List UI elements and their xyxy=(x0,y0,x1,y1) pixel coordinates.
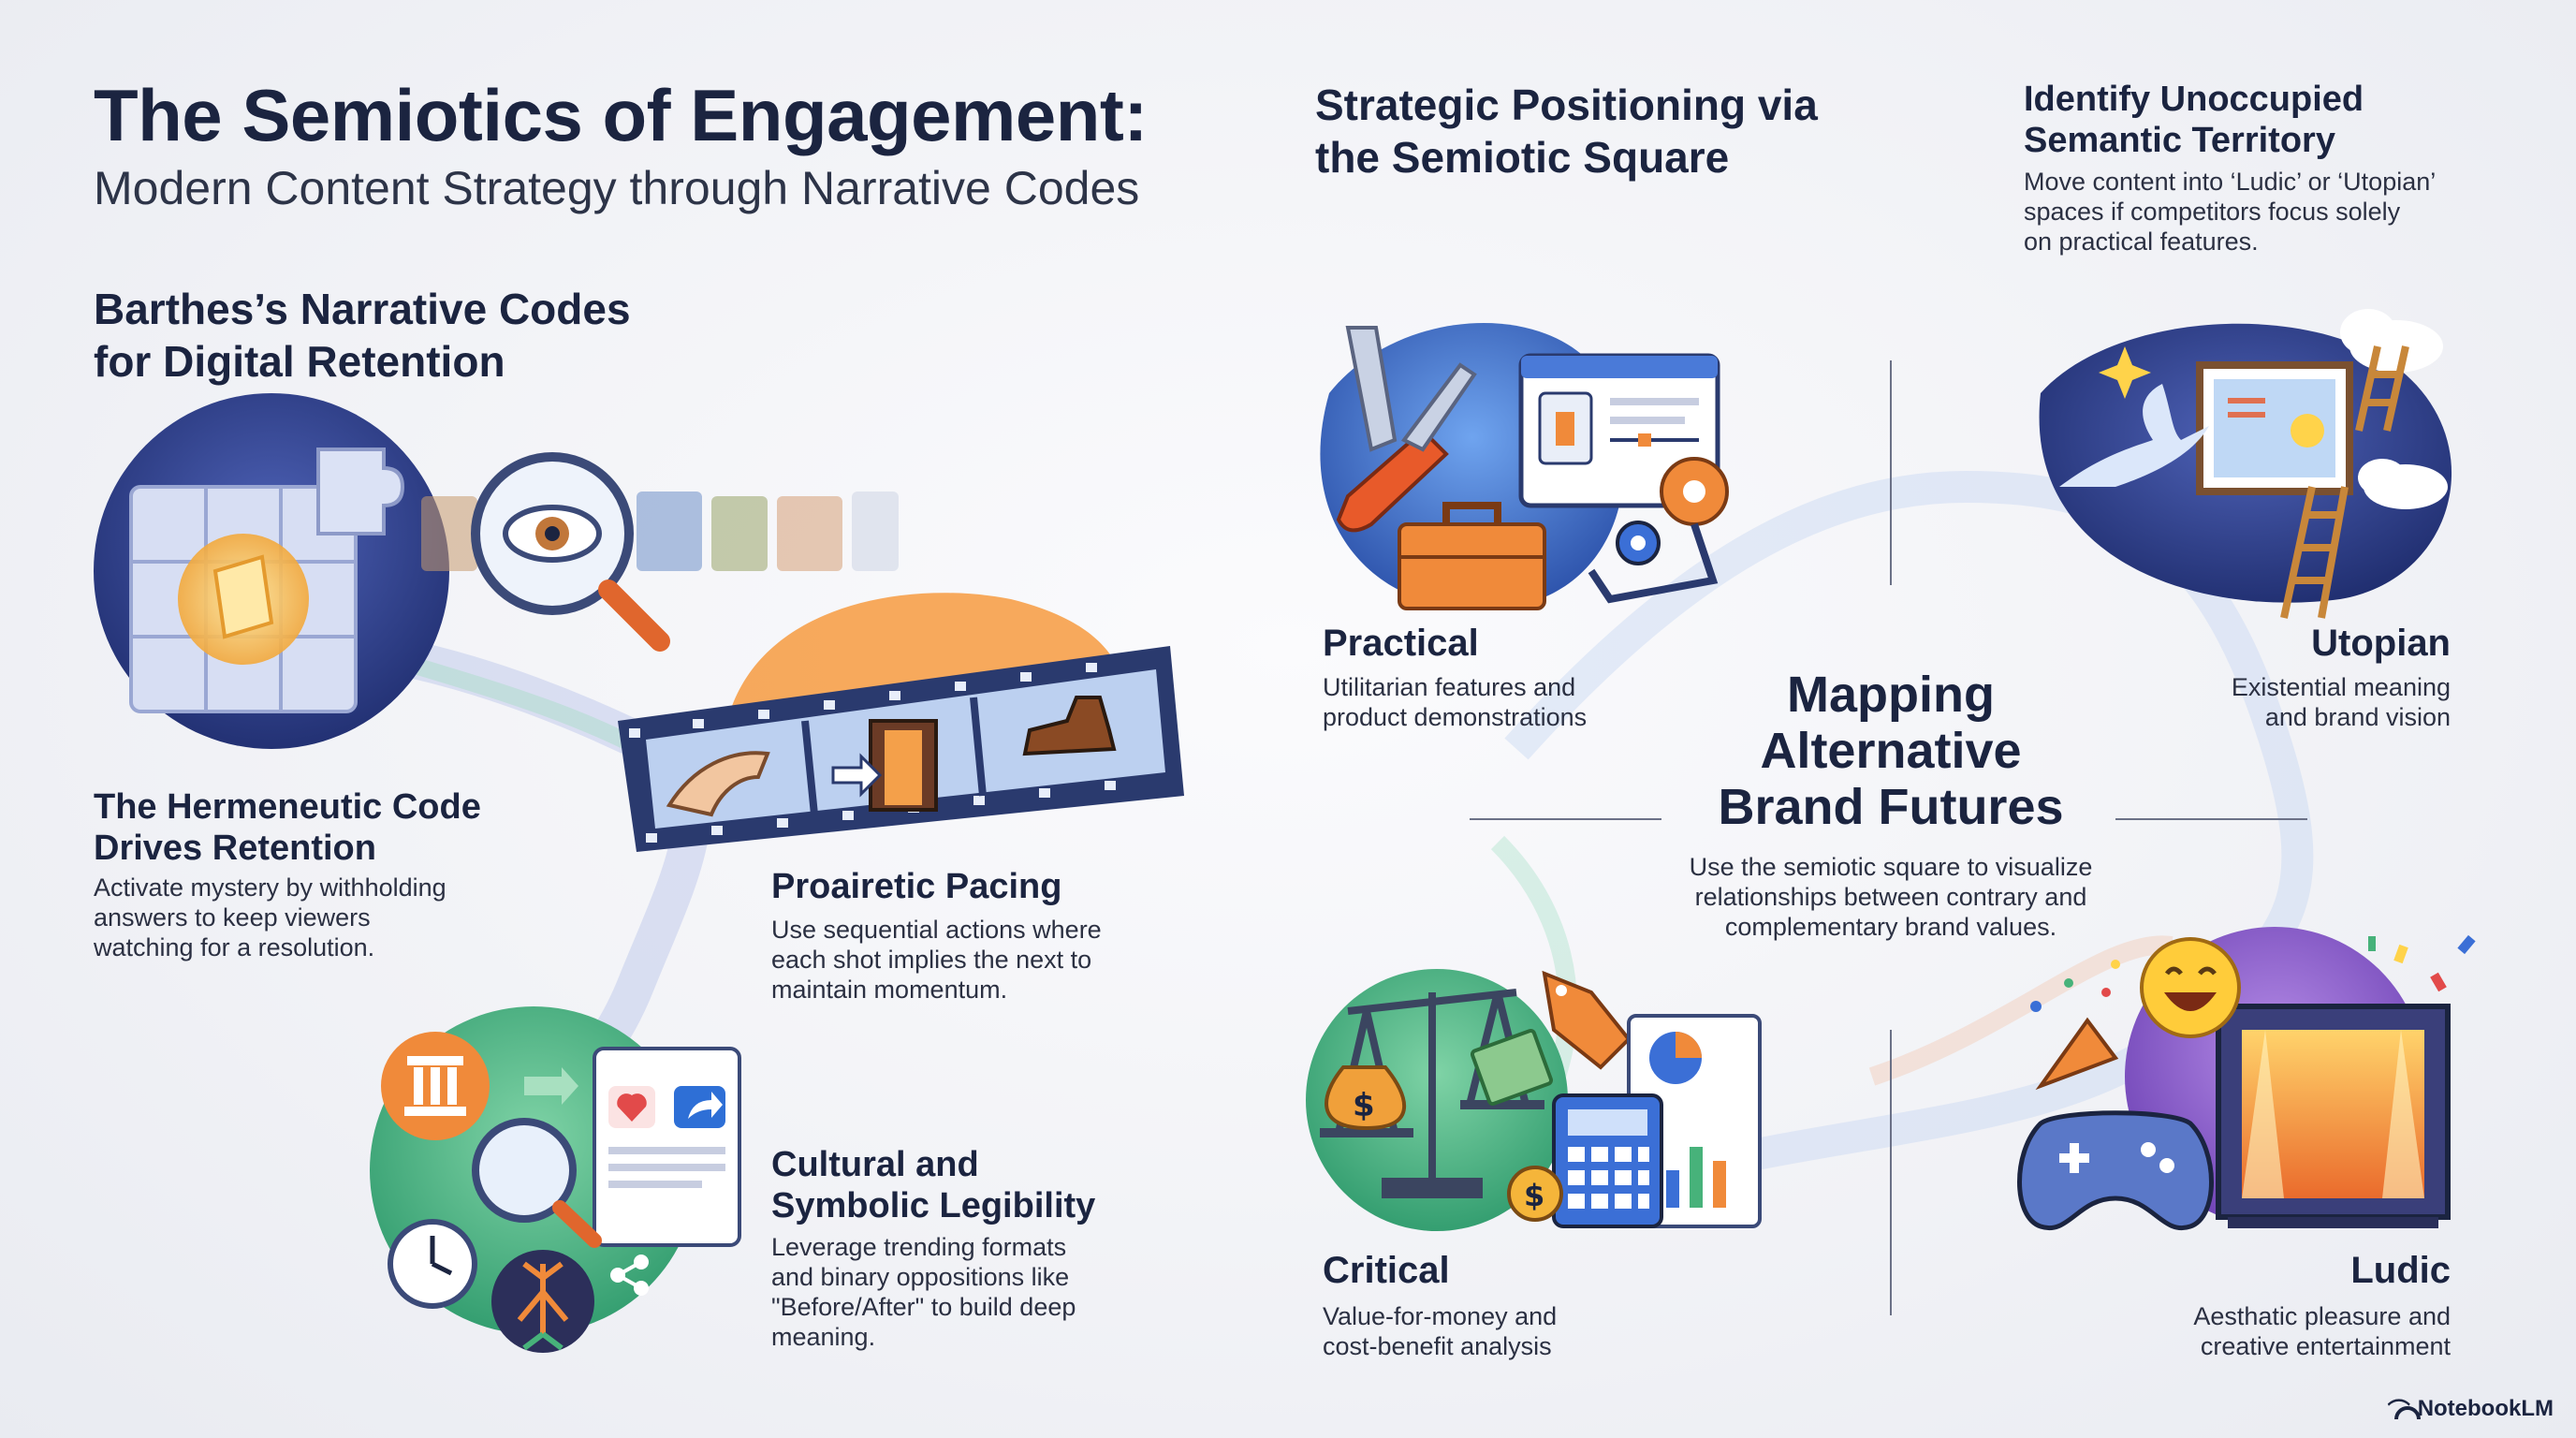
notebooklm-brand-icon: ⌒ xyxy=(2387,1399,2410,1424)
utopian-text: Existential meaning and brand vision xyxy=(2231,673,2451,731)
confetti-icon xyxy=(2368,934,2476,992)
quadrant-ludic: Ludic Aesthatic pleasure and creative en… xyxy=(2193,1250,2451,1361)
practical-text: Utilitarian features and product demonst… xyxy=(1323,673,1588,731)
banknote-icon xyxy=(1470,1028,1554,1107)
practical-title: Practical xyxy=(1323,623,1479,664)
emoji-laugh-icon xyxy=(2140,937,2241,1038)
toolbox-icon xyxy=(1398,502,1546,610)
proairetic-card: Proairetic Pacing Use sequential actions… xyxy=(771,866,1102,1005)
quadrant-utopian: Utopian Existential meaning and brand vi… xyxy=(2232,623,2451,732)
share-arrow-icon xyxy=(688,1092,723,1119)
swiss-knife-icon xyxy=(1336,326,1477,533)
territory-card: Identify Unoccupied Semantic Territory M… xyxy=(2024,79,2436,257)
game-controller-icon xyxy=(2017,1110,2214,1231)
cultural-text: Leverage trending formats and binary opp… xyxy=(771,1233,1076,1351)
ludic-cluster xyxy=(2017,927,2476,1231)
utopian-title: Utopian xyxy=(2311,623,2451,664)
hermeneutic-card: The Hermeneutic Code Drives Retention Ac… xyxy=(94,786,481,962)
hermeneutic-title: The Hermeneutic Code Drives Retention xyxy=(94,787,481,868)
critical-cluster: $ $ xyxy=(1306,969,1762,1231)
proairetic-text: Use sequential actions where each shot i… xyxy=(771,916,1102,1004)
ludic-text: Aesthatic pleasure and creative entertai… xyxy=(2193,1302,2451,1360)
door-icon xyxy=(831,719,938,812)
notebooklm-label: NotebookLM xyxy=(2417,1395,2554,1421)
share-icon xyxy=(610,1255,649,1296)
money-bag-icon: $ xyxy=(1325,1065,1406,1131)
territory-title: Identify Unoccupied Semantic Territory xyxy=(2024,80,2364,160)
stage-icon xyxy=(2216,1004,2451,1228)
thumbnail-strip xyxy=(421,492,899,571)
calculator-icon xyxy=(1552,1093,1663,1228)
hermeneutic-text: Activate mystery by withholding answers … xyxy=(94,873,446,961)
ludic-title: Ludic xyxy=(2350,1250,2451,1291)
center-text: Use the semiotic square to visualize rel… xyxy=(1689,853,2093,941)
gear-icon xyxy=(1588,457,1729,604)
column-icon xyxy=(381,1032,490,1140)
right-section-heading: Strategic Positioning via the Semiotic S… xyxy=(1315,81,1818,182)
ribbon-right xyxy=(1504,470,2314,1186)
bird-icon xyxy=(2059,384,2209,487)
coin-icon: $ xyxy=(1507,1166,1563,1222)
svg-text:$: $ xyxy=(1524,1178,1544,1213)
star-icon xyxy=(2099,346,2151,399)
cultural-magnifier-icon xyxy=(472,1118,602,1248)
critical-title: Critical xyxy=(1323,1250,1450,1291)
tree-roots-icon xyxy=(491,1250,594,1353)
practical-cluster xyxy=(1320,323,1729,610)
cultural-title: Cultural and Symbolic Legibility xyxy=(771,1145,1096,1225)
utopian-cluster xyxy=(2039,309,2452,619)
svg-text:$: $ xyxy=(1353,1087,1375,1124)
price-tag-icon xyxy=(1542,970,1632,1070)
magnifier-eye-icon xyxy=(471,452,670,652)
notebooklm-brand: ⌒ NotebookLM xyxy=(2388,1392,2554,1425)
page-subtitle: Modern Content Strategy through Narrativ… xyxy=(94,162,1140,214)
browser-window-icon xyxy=(1518,353,1720,508)
center-mapping: Mapping Alternative Brand Futures xyxy=(1610,667,2172,835)
ladder-icon xyxy=(2280,345,2409,619)
center-title: Mapping Alternative Brand Futures xyxy=(1718,667,2064,835)
quadrant-critical: Critical Value-for-money and cost-benefi… xyxy=(1323,1250,1557,1361)
puzzle-icon xyxy=(94,393,449,749)
cultural-card: Cultural and Symbolic Legibility Leverag… xyxy=(771,1144,1095,1352)
territory-text: Move content into ‘Ludic’ or ‘Utopian’ s… xyxy=(2024,168,2437,256)
painting-icon xyxy=(2196,361,2353,495)
critical-text: Value-for-money and cost-benefit analysi… xyxy=(1323,1302,1558,1360)
heart-icon xyxy=(617,1093,647,1122)
quadrant-practical: Practical Utilitarian features and produ… xyxy=(1323,623,1587,732)
notebooklm-logo-icon xyxy=(2394,1406,2421,1420)
hand-icon xyxy=(666,751,770,817)
shoe-icon xyxy=(1022,696,1117,756)
left-section-heading: Barthes’s Narrative Codes for Digital Re… xyxy=(94,285,631,386)
clock-icon xyxy=(388,1219,477,1309)
proairetic-title: Proairetic Pacing xyxy=(771,867,1062,906)
party-popper-icon xyxy=(2030,960,2120,1091)
page-title: The Semiotics of Engagement: xyxy=(94,74,1148,156)
